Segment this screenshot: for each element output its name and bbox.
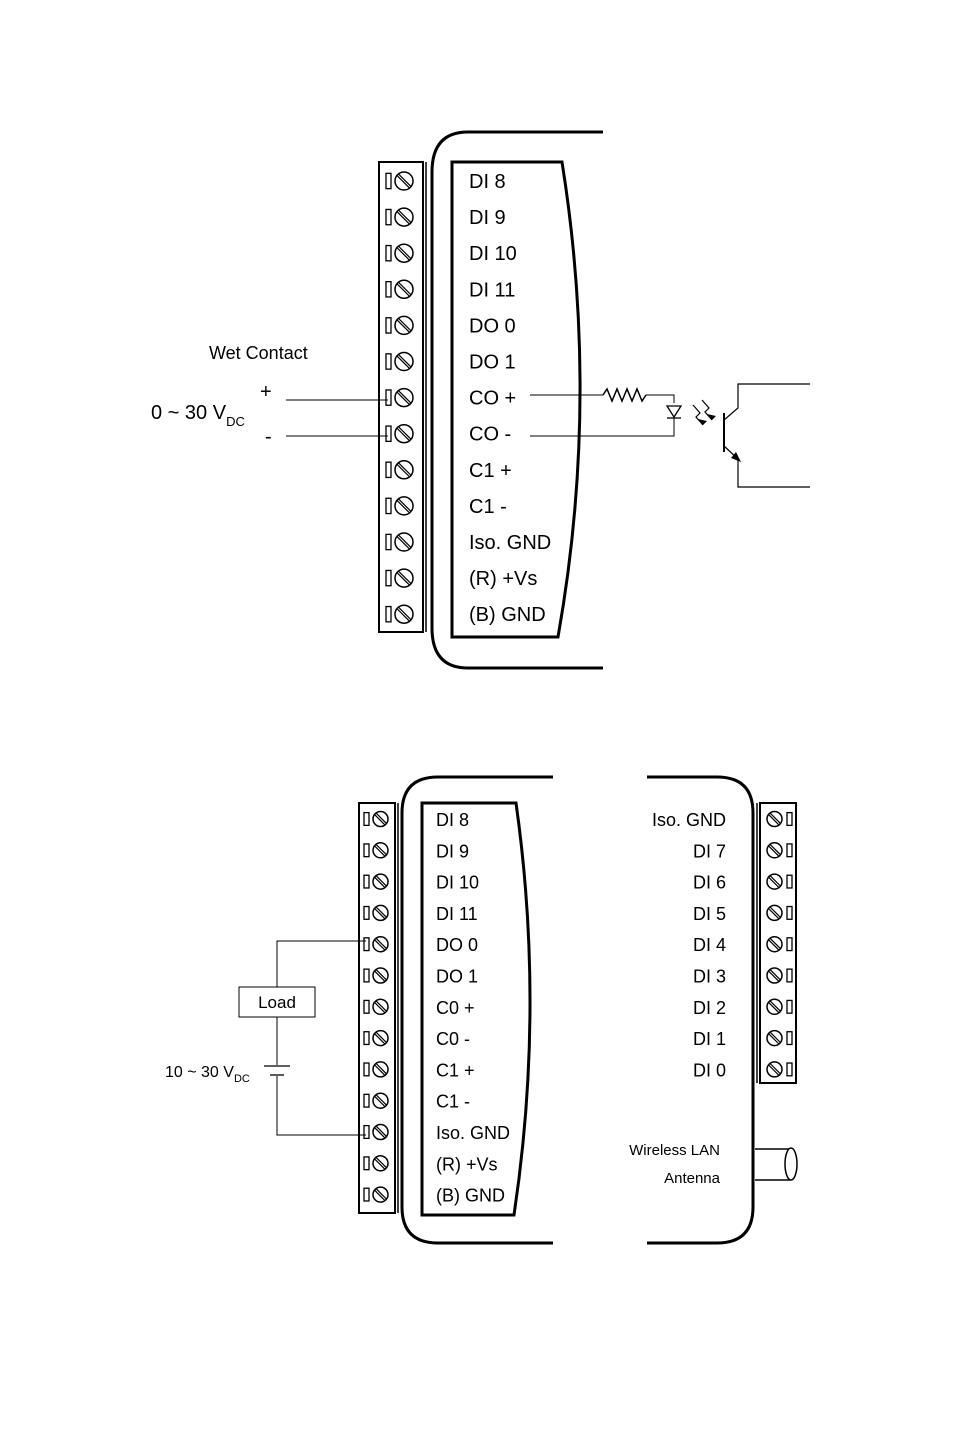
right-terminal-screws	[767, 812, 792, 1077]
pin-label: (B) GND	[469, 604, 546, 626]
pin-label: C1 -	[469, 496, 507, 518]
pin-label: DI 9	[469, 207, 506, 229]
light-arrowhead-2	[707, 414, 716, 420]
pin-label: (R) +Vs	[436, 1154, 498, 1174]
pin-label: DI 10	[436, 873, 479, 893]
terminal-screw	[364, 937, 388, 952]
light-arrowhead-1	[698, 419, 707, 425]
voltage-subscript: DC	[226, 414, 245, 429]
pin-label: (R) +Vs	[469, 568, 537, 590]
pin-label: CO -	[469, 424, 511, 446]
pin-label: DI 6	[693, 873, 726, 893]
terminal-screw	[767, 937, 792, 952]
pin-label: Iso. GND	[652, 810, 726, 830]
terminal-screw	[386, 497, 413, 515]
pin-label: Iso. GND	[469, 532, 551, 554]
pin-label: C1 +	[436, 1060, 475, 1080]
pin-label: DI 8	[436, 810, 469, 830]
pin-label: Iso. GND	[436, 1123, 510, 1143]
diagram-load-wiring: DI 8 DI 9 DI 10 DI 11 DO 0 DO 1 C0 + C0 - C1 + C1…	[165, 777, 797, 1243]
voltage-main: 0 ~ 30 V	[151, 402, 227, 424]
terminal-screw	[364, 905, 388, 920]
pin-label: DI 9	[436, 841, 469, 861]
wire-do0-to-load	[277, 941, 366, 987]
terminal-screw	[767, 905, 792, 920]
terminal-screw	[364, 968, 388, 983]
terminal-screw	[386, 461, 413, 479]
pin-label: DO 1	[469, 352, 516, 374]
wet-contact-label: Wet Contact	[209, 343, 308, 363]
pin-label: DI 1	[693, 1029, 726, 1049]
pin-label: DI 10	[469, 243, 517, 265]
terminal-screw	[386, 280, 413, 298]
terminal-screw	[386, 605, 413, 623]
plus-label: +	[260, 381, 272, 403]
terminal-screw	[386, 172, 413, 190]
supply-voltage-label: 10 ~ 30 VDC	[165, 1064, 250, 1085]
supply-voltage-subscript: DC	[234, 1073, 250, 1085]
pin-label: C0 -	[436, 1029, 470, 1049]
pin-label: DI 3	[693, 967, 726, 987]
resistor-symbol	[603, 389, 646, 401]
pin-label: DI 0	[693, 1060, 726, 1080]
minus-label: -	[265, 426, 272, 448]
voltage-label: 0 ~ 30 VDC	[151, 402, 245, 429]
terminal-screw	[364, 1031, 388, 1046]
terminal-screw	[364, 999, 388, 1014]
pin-label: DI 5	[693, 904, 726, 924]
wire-supply-to-isogd	[277, 1076, 366, 1135]
terminal-screw	[386, 316, 413, 334]
pin-label: C0 +	[436, 998, 475, 1018]
terminal-screw	[386, 533, 413, 551]
phototransistor-collector	[724, 384, 810, 420]
terminal-screw	[767, 874, 792, 889]
terminal-screw	[364, 812, 388, 827]
pin-label: DI 8	[469, 171, 506, 193]
terminal-screw	[364, 1062, 388, 1077]
pin-label: C1 +	[469, 460, 512, 482]
terminal-screw	[767, 843, 792, 858]
pin-label: DI 11	[469, 279, 515, 301]
terminal-screw	[767, 1031, 792, 1046]
pin-label: DI 4	[693, 935, 726, 955]
pin-label: DO 1	[436, 967, 478, 987]
terminal-screw	[386, 569, 413, 587]
terminal-screw	[386, 353, 413, 371]
supply-voltage-main: 10 ~ 30 V	[165, 1064, 234, 1081]
pin-label: (B) GND	[436, 1186, 505, 1206]
load-label: Load	[258, 993, 296, 1012]
phototransistor-emitter	[724, 446, 810, 487]
terminal-screw	[364, 1125, 388, 1140]
pin-label: DO 0	[436, 935, 478, 955]
pin-label: CO +	[469, 388, 516, 410]
terminal-screw	[767, 968, 792, 983]
terminal-screw	[364, 1156, 388, 1171]
led-diode-symbol	[667, 406, 681, 417]
right-pin-labels: Iso. GND DI 7 DI 6 DI 5 DI 4 DI 3 DI 2 DI 1 DI 0	[652, 810, 726, 1080]
pin-label: DI 2	[693, 998, 726, 1018]
pin-label: DI 11	[436, 904, 478, 924]
internal-wire-to-led	[646, 395, 674, 403]
terminal-screw	[364, 843, 388, 858]
antenna-label-line1: Wireless LAN	[629, 1142, 720, 1159]
pin-label: C1 -	[436, 1092, 470, 1112]
terminal-screw	[364, 874, 388, 889]
pin-label: DI 7	[693, 841, 726, 861]
terminal-screw	[767, 1062, 792, 1077]
terminal-screw	[767, 812, 792, 827]
antenna-connector-end	[785, 1148, 797, 1180]
antenna-label-line2: Antenna	[664, 1170, 721, 1187]
pin-label: DO 0	[469, 315, 516, 337]
terminal-screw	[767, 999, 792, 1014]
terminal-screw	[364, 1093, 388, 1108]
terminal-screw	[386, 425, 413, 443]
terminal-screw	[386, 208, 413, 226]
terminal-screw	[386, 244, 413, 262]
terminal-screw	[386, 389, 413, 407]
diagram-wet-contact-output: DI 8 DI 9 DI 10 DI 11 DO 0 DO 1 CO + CO - C1 + C1…	[151, 132, 810, 668]
terminal-screw	[364, 1187, 388, 1202]
